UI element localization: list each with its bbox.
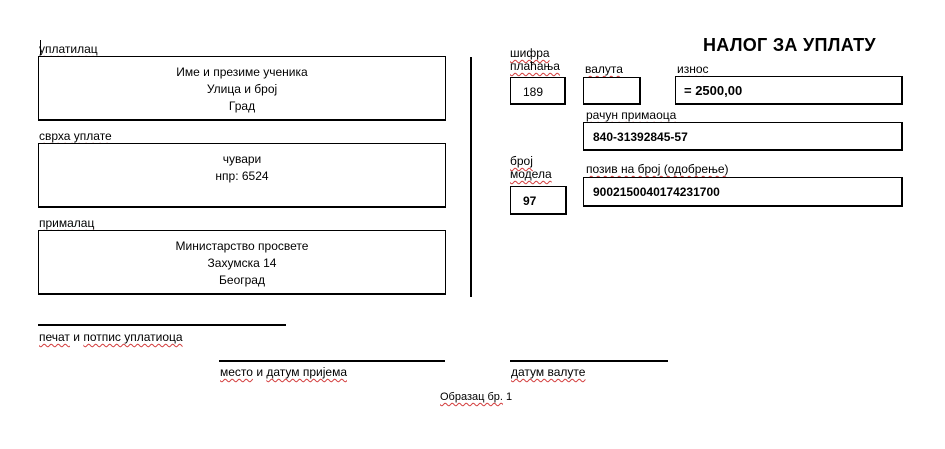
form-title: НАЛОГ ЗА УПЛАТУ	[703, 35, 876, 55]
model-field[interactable]: 97	[510, 186, 567, 215]
currency-label: валута	[585, 62, 623, 76]
recipient-account-field[interactable]: 840-31392845-57	[583, 122, 903, 151]
payment-code-label-line-1: шифра	[510, 46, 550, 60]
place-date-label: место и датум пријема	[220, 365, 347, 379]
reference-field[interactable]: 9002150040174231700	[583, 177, 903, 207]
payment-code-label: шифра плаћања	[510, 47, 560, 73]
recipient-line-2: Захумска 14	[207, 256, 277, 270]
payer-field[interactable]: Име и презиме ученика Улица и број Град	[38, 56, 446, 121]
model-label-line-1: број	[510, 154, 533, 168]
place-date-word-1: место	[220, 365, 253, 379]
payer-line-2: Улица и број	[206, 82, 278, 96]
place-date-word-2: и	[256, 365, 264, 379]
recipient-label: прималац	[39, 216, 95, 230]
payer-line-1: Име и презиме ученика	[176, 65, 308, 79]
recipient-line-1: Министарство просвете	[175, 239, 309, 253]
reference-label: позив на број (одобрење)	[586, 162, 729, 176]
payer-label: уплатилац	[39, 42, 98, 56]
place-date-line	[219, 360, 445, 362]
form-number-value: 1	[506, 391, 513, 403]
purpose-label: сврха уплате	[39, 129, 112, 143]
purpose-line-1: чувари	[222, 152, 262, 166]
place-date-word-3: датум пријема	[266, 365, 347, 379]
amount-field[interactable]: = 2500,00	[675, 76, 903, 105]
reference-value: 9002150040174231700	[593, 185, 720, 199]
currency-field[interactable]	[583, 77, 641, 105]
form-number: Образац бр. 1	[440, 391, 512, 403]
recipient-account-label: рачун примаоца	[586, 108, 677, 122]
payer-signature-word-1: печат	[39, 330, 70, 344]
amount-value: = 2500,00	[684, 83, 743, 98]
amount-label: износ	[677, 62, 709, 76]
payer-signature-line	[38, 324, 286, 326]
recipient-field[interactable]: Министарство просвете Захумска 14 Београ…	[38, 230, 446, 295]
payer-line-3: Град	[228, 99, 256, 113]
value-date-label: датум валуте	[511, 365, 586, 379]
payer-signature-label: печат и потпис уплатиоца	[39, 330, 183, 344]
payment-code-value: 189	[523, 85, 544, 99]
value-date-line	[510, 360, 668, 362]
model-label: број модела	[510, 155, 552, 181]
payer-signature-word-2: и	[73, 330, 80, 344]
payment-code-label-line-2: плаћања	[510, 59, 560, 73]
model-value: 97	[523, 194, 537, 208]
model-label-line-2: модела	[510, 167, 552, 181]
text-cursor	[40, 40, 41, 55]
form-number-word: Образац бр.	[440, 391, 503, 403]
recipient-line-3: Београд	[219, 273, 265, 287]
column-divider	[470, 57, 472, 297]
purpose-field[interactable]: чувари нпр: 6524	[38, 143, 446, 208]
payment-code-field[interactable]: 189	[510, 77, 566, 105]
payer-signature-word-3: потпис уплатиоца	[83, 330, 183, 344]
recipient-account-value: 840-31392845-57	[593, 130, 688, 144]
purpose-line-2: нпр: 6524	[215, 169, 269, 183]
